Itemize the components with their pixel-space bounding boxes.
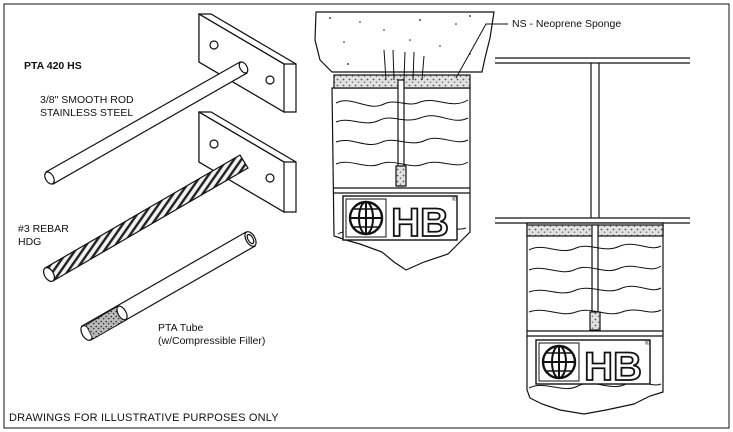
sponge-leader <box>455 23 508 79</box>
sponge-label: NS - Neoprene Sponge <box>512 18 622 30</box>
rebar-plate-assembly <box>42 110 297 282</box>
disclaimer-text: DRAWINGS FOR ILLUSTRATIVE PURPOSES ONLY <box>9 412 279 424</box>
hb-logo-right: HB ® <box>535 339 651 390</box>
tube-label-line1: PTA Tube <box>158 322 204 334</box>
hb-letters: HB <box>584 345 642 389</box>
smooth-rod-label-line1: 3/8" SMOOTH ROD <box>40 94 134 106</box>
hb-logo-center: HB ® <box>342 195 458 246</box>
smooth-rod-label-line2: STAINLESS STEEL <box>40 107 134 119</box>
smooth-rod-plate-assembly <box>44 12 297 185</box>
product-name-label: PTA 420 HS <box>24 60 82 72</box>
hb-letters: HB <box>391 201 449 245</box>
pta-tube <box>80 231 257 341</box>
registered-mark: ® <box>452 196 457 203</box>
registered-mark: ® <box>645 340 650 347</box>
rebar-label-line2: HDG <box>18 236 42 248</box>
drawing-border <box>3 3 730 429</box>
rebar-label-line1: #3 REBAR <box>18 223 69 235</box>
tube-label-line2: (w/Compressible Filler) <box>158 335 266 347</box>
